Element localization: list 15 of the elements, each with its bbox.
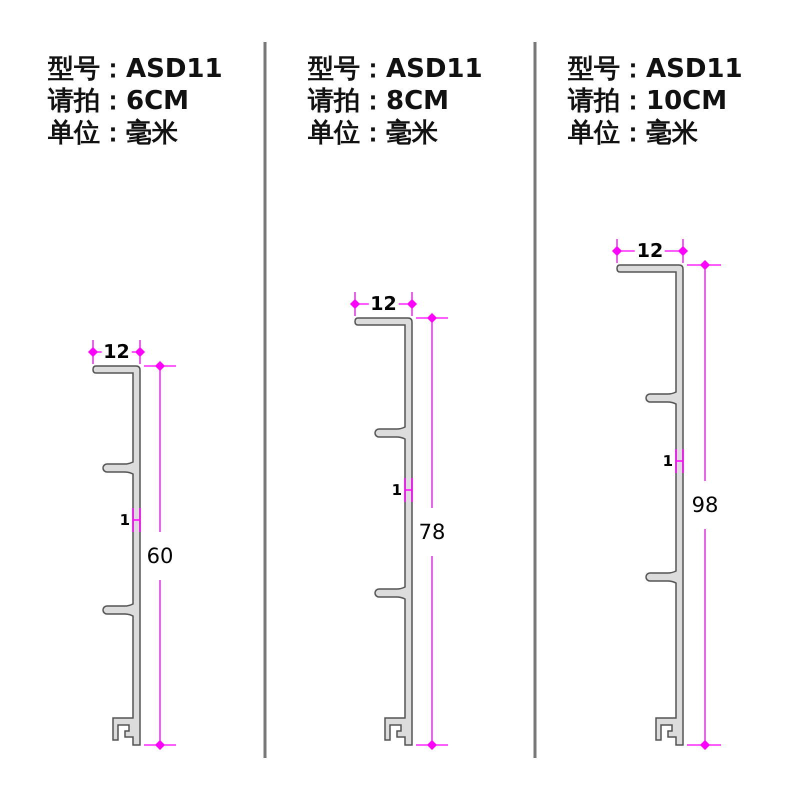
spec-text: 型号：ASD11 (308, 54, 483, 84)
dimension-label: 1 (392, 481, 402, 499)
spec-text: 请拍：6CM (48, 86, 190, 116)
spec-text: 单位：毫米 (568, 118, 699, 148)
dimension-label: 1 (120, 511, 130, 529)
spec-text: 单位：毫米 (48, 118, 179, 148)
dimension-label: 1 (662, 452, 673, 470)
dimension-label: 98 (692, 481, 718, 529)
spec-text: 请拍：10CM (568, 86, 728, 116)
spec-text: 单位：毫米 (308, 118, 439, 148)
spec-text: 型号：ASD11 (568, 54, 743, 84)
spec-text: 型号：ASD11 (48, 54, 223, 84)
dimension-label: 60 (146, 532, 174, 580)
spec-text: 请拍：8CM (308, 86, 450, 116)
dimension-label: 78 (418, 508, 446, 556)
